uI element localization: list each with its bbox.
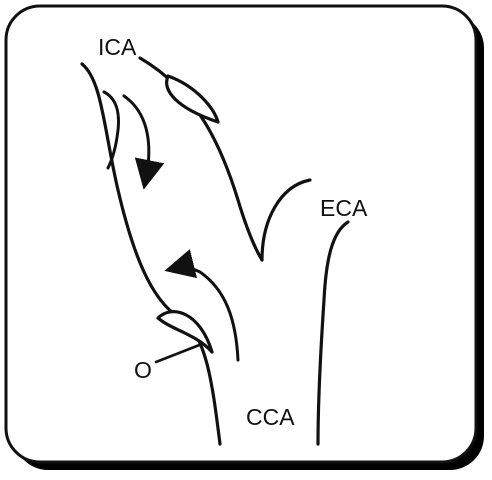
ica-label: ICA — [98, 34, 137, 60]
eca-label: ECA — [320, 195, 368, 221]
cca-label: CCA — [246, 404, 295, 430]
o-label: O — [134, 357, 152, 383]
frame — [6, 6, 476, 462]
